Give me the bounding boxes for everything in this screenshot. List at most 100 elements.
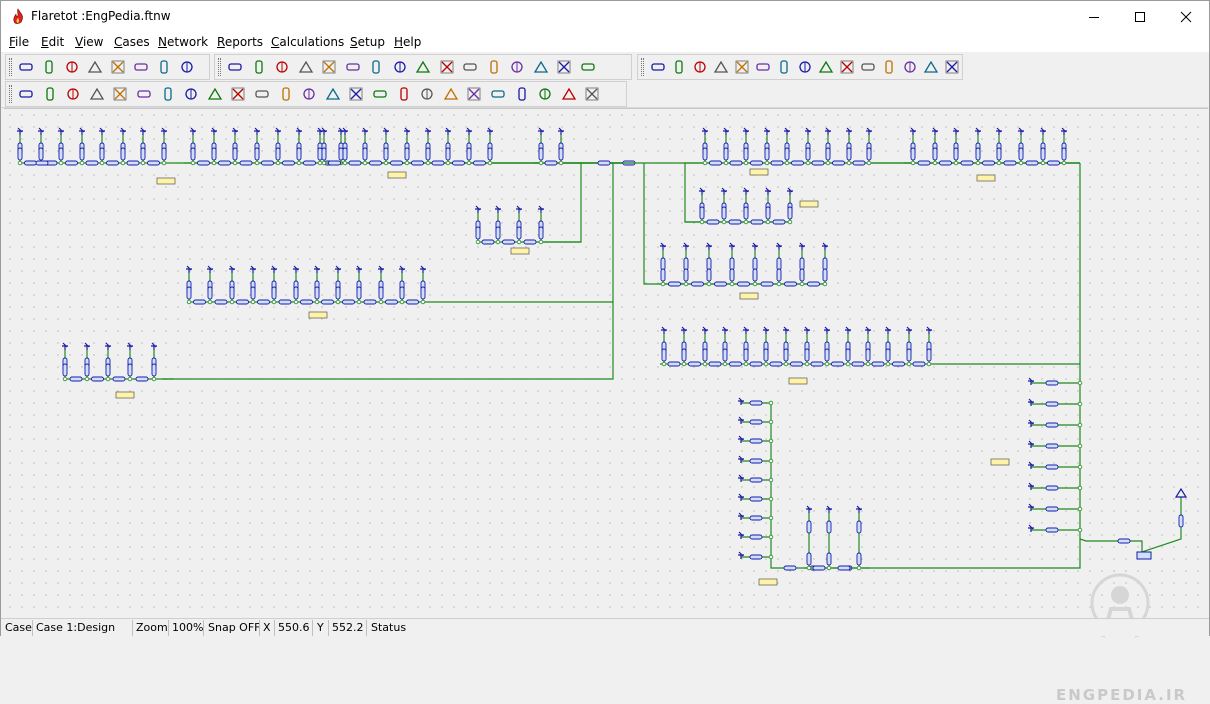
relief-source[interactable]: [661, 326, 667, 334]
relief-source[interactable]: [84, 342, 90, 350]
pipe-element[interactable]: [702, 147, 708, 161]
relief-source[interactable]: [335, 265, 341, 273]
pipe-element[interactable]: [784, 147, 790, 161]
relief-source[interactable]: [866, 127, 872, 135]
zoom-clear-button[interactable]: [417, 84, 437, 104]
relief-source[interactable]: [271, 265, 277, 273]
relief-source[interactable]: [932, 127, 938, 135]
pipe-element[interactable]: [385, 299, 398, 305]
pipe-element[interactable]: [257, 299, 270, 305]
pipe-element[interactable]: [1061, 147, 1067, 161]
node[interactable]: [723, 160, 729, 166]
relief-source[interactable]: [1028, 377, 1034, 385]
pipe-element[interactable]: [406, 299, 419, 305]
relief-source[interactable]: [743, 187, 749, 195]
node[interactable]: [475, 239, 481, 245]
pipe-element[interactable]: [846, 147, 852, 161]
pipe-element[interactable]: [822, 257, 828, 271]
pipe-element[interactable]: [706, 257, 712, 271]
relief-source[interactable]: [1028, 503, 1034, 511]
datasheet-button[interactable]: [531, 57, 551, 77]
relief-source[interactable]: [702, 326, 708, 334]
snap-button[interactable]: [921, 57, 941, 77]
pipe-element[interactable]: [939, 160, 952, 166]
pipe-element[interactable]: [804, 348, 810, 362]
pipe-element[interactable]: [1040, 147, 1046, 161]
pipe-element[interactable]: [236, 299, 249, 305]
relief-source[interactable]: [723, 127, 729, 135]
node[interactable]: [314, 299, 320, 305]
pipe-element[interactable]: [278, 299, 292, 305]
pipe-element[interactable]: [806, 552, 812, 566]
relief-source[interactable]: [729, 242, 735, 250]
pipe-element[interactable]: [282, 160, 295, 166]
relief-source[interactable]: [399, 265, 405, 273]
relief-source[interactable]: [105, 342, 111, 350]
relief-source[interactable]: [420, 265, 426, 273]
orifice-button[interactable]: [390, 57, 410, 77]
node[interactable]: [293, 299, 299, 305]
relief-source[interactable]: [743, 326, 749, 334]
pipe-element[interactable]: [431, 160, 445, 166]
pan-button[interactable]: [488, 84, 508, 104]
dropdown-button[interactable]: [181, 84, 201, 104]
node[interactable]: [1077, 527, 1083, 533]
node[interactable]: [787, 219, 793, 225]
pipe-element[interactable]: [597, 160, 611, 166]
pipe-element[interactable]: [420, 286, 426, 300]
scale-button[interactable]: [40, 84, 60, 104]
node[interactable]: [127, 376, 133, 382]
pipe-element[interactable]: [91, 376, 104, 382]
pipe-vertical-button[interactable]: [249, 57, 269, 77]
pipe-element[interactable]: [161, 147, 167, 161]
node[interactable]: [768, 419, 774, 425]
pipe-element[interactable]: [661, 348, 667, 362]
pipe-element[interactable]: [105, 363, 111, 377]
menu-file[interactable]: File: [9, 35, 30, 49]
pipe-element[interactable]: [254, 147, 260, 161]
pipe-element[interactable]: [112, 376, 126, 382]
compressor-button[interactable]: [205, 84, 225, 104]
pipe-element[interactable]: [743, 206, 749, 220]
relief-source[interactable]: [140, 127, 146, 135]
node[interactable]: [776, 281, 782, 287]
node[interactable]: [932, 160, 938, 166]
node[interactable]: [699, 219, 705, 225]
find-button[interactable]: [441, 84, 461, 104]
relief-source[interactable]: [926, 326, 932, 334]
node[interactable]: [768, 477, 774, 483]
pipe-element[interactable]: [218, 160, 231, 166]
label-box[interactable]: [788, 377, 808, 385]
node[interactable]: [1077, 485, 1083, 491]
relief-source[interactable]: [538, 127, 544, 135]
align-left-button[interactable]: [648, 57, 668, 77]
network-button[interactable]: [154, 57, 174, 77]
pipe-element[interactable]: [445, 147, 451, 161]
flare-tip-button[interactable]: [578, 57, 598, 77]
pipe-element[interactable]: [207, 286, 213, 300]
arc-button[interactable]: [87, 84, 107, 104]
node[interactable]: [17, 160, 23, 166]
heatmap-button[interactable]: [134, 84, 154, 104]
relief-source[interactable]: [738, 435, 744, 443]
relief-source[interactable]: [99, 127, 105, 135]
pipe-element[interactable]: [749, 400, 763, 406]
node[interactable]: [1040, 160, 1046, 166]
pipe-element[interactable]: [106, 160, 119, 166]
relief-source[interactable]: [787, 187, 793, 195]
valve-button[interactable]: [366, 57, 386, 77]
ungroup-button[interactable]: [900, 57, 920, 77]
relief-source[interactable]: [161, 127, 167, 135]
node[interactable]: [62, 376, 68, 382]
node[interactable]: [768, 458, 774, 464]
relief-source[interactable]: [356, 265, 362, 273]
status-snap[interactable]: Snap OFF: [208, 621, 261, 634]
resize-button[interactable]: [512, 84, 532, 104]
label-box[interactable]: [758, 578, 778, 586]
relief-source[interactable]: [738, 493, 744, 501]
relief-source[interactable]: [254, 127, 260, 135]
pipe-element[interactable]: [452, 160, 465, 166]
pipe-element[interactable]: [824, 348, 830, 362]
node[interactable]: [250, 299, 256, 305]
relief-source[interactable]: [207, 265, 213, 273]
